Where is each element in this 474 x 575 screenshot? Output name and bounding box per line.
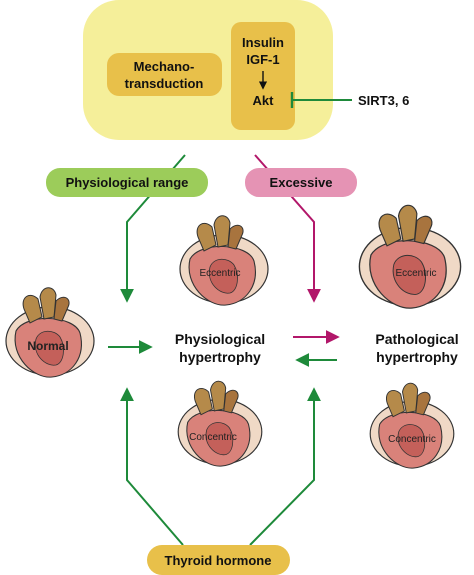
akt-label: Akt bbox=[253, 93, 275, 108]
excessive-label: Excessive bbox=[270, 175, 333, 190]
heart-normal-label: Normal bbox=[27, 339, 68, 353]
heart-concentric-pathological-label: Concentric bbox=[388, 434, 436, 445]
insulin-label: Insulin bbox=[242, 35, 284, 50]
heart-eccentric-pathological bbox=[358, 204, 462, 309]
heart-concentric-physiological-label: Concentric bbox=[189, 432, 237, 443]
physiological-range-label: Physiological range bbox=[66, 175, 189, 190]
heart-normal bbox=[5, 287, 95, 378]
thyroid-left-arrow bbox=[120, 387, 184, 546]
sirt-label: SIRT3, 6 bbox=[358, 93, 409, 108]
excessive-pill bbox=[245, 168, 357, 197]
heart-eccentric-physiological bbox=[179, 215, 269, 306]
physiological-range-pill bbox=[46, 168, 208, 197]
mechanotransduction-label-line2: transduction bbox=[125, 76, 204, 91]
physiological-hypertrophy-label-line2: hypertrophy bbox=[179, 349, 261, 365]
heart-eccentric-physiological-label: Eccentric bbox=[199, 268, 240, 279]
thyroid-right-arrow bbox=[249, 387, 321, 546]
pathological-hypertrophy-label-line2: hypertrophy bbox=[376, 349, 458, 365]
mechanotransduction-label-line1: Mechano- bbox=[134, 59, 195, 74]
pathological-hypertrophy-label-line1: Pathological bbox=[375, 331, 458, 347]
heart-eccentric-pathological-label: Eccentric bbox=[395, 268, 436, 279]
thyroid-hormone-pill bbox=[147, 545, 290, 575]
igf1-label: IGF-1 bbox=[246, 52, 279, 67]
heart-concentric-physiological bbox=[177, 380, 263, 467]
mechanotransduction-box bbox=[107, 53, 222, 96]
physiological-hypertrophy-label-line1: Physiological bbox=[175, 331, 265, 347]
heart-concentric-pathological bbox=[369, 382, 455, 469]
thyroid-hormone-label: Thyroid hormone bbox=[165, 553, 272, 568]
